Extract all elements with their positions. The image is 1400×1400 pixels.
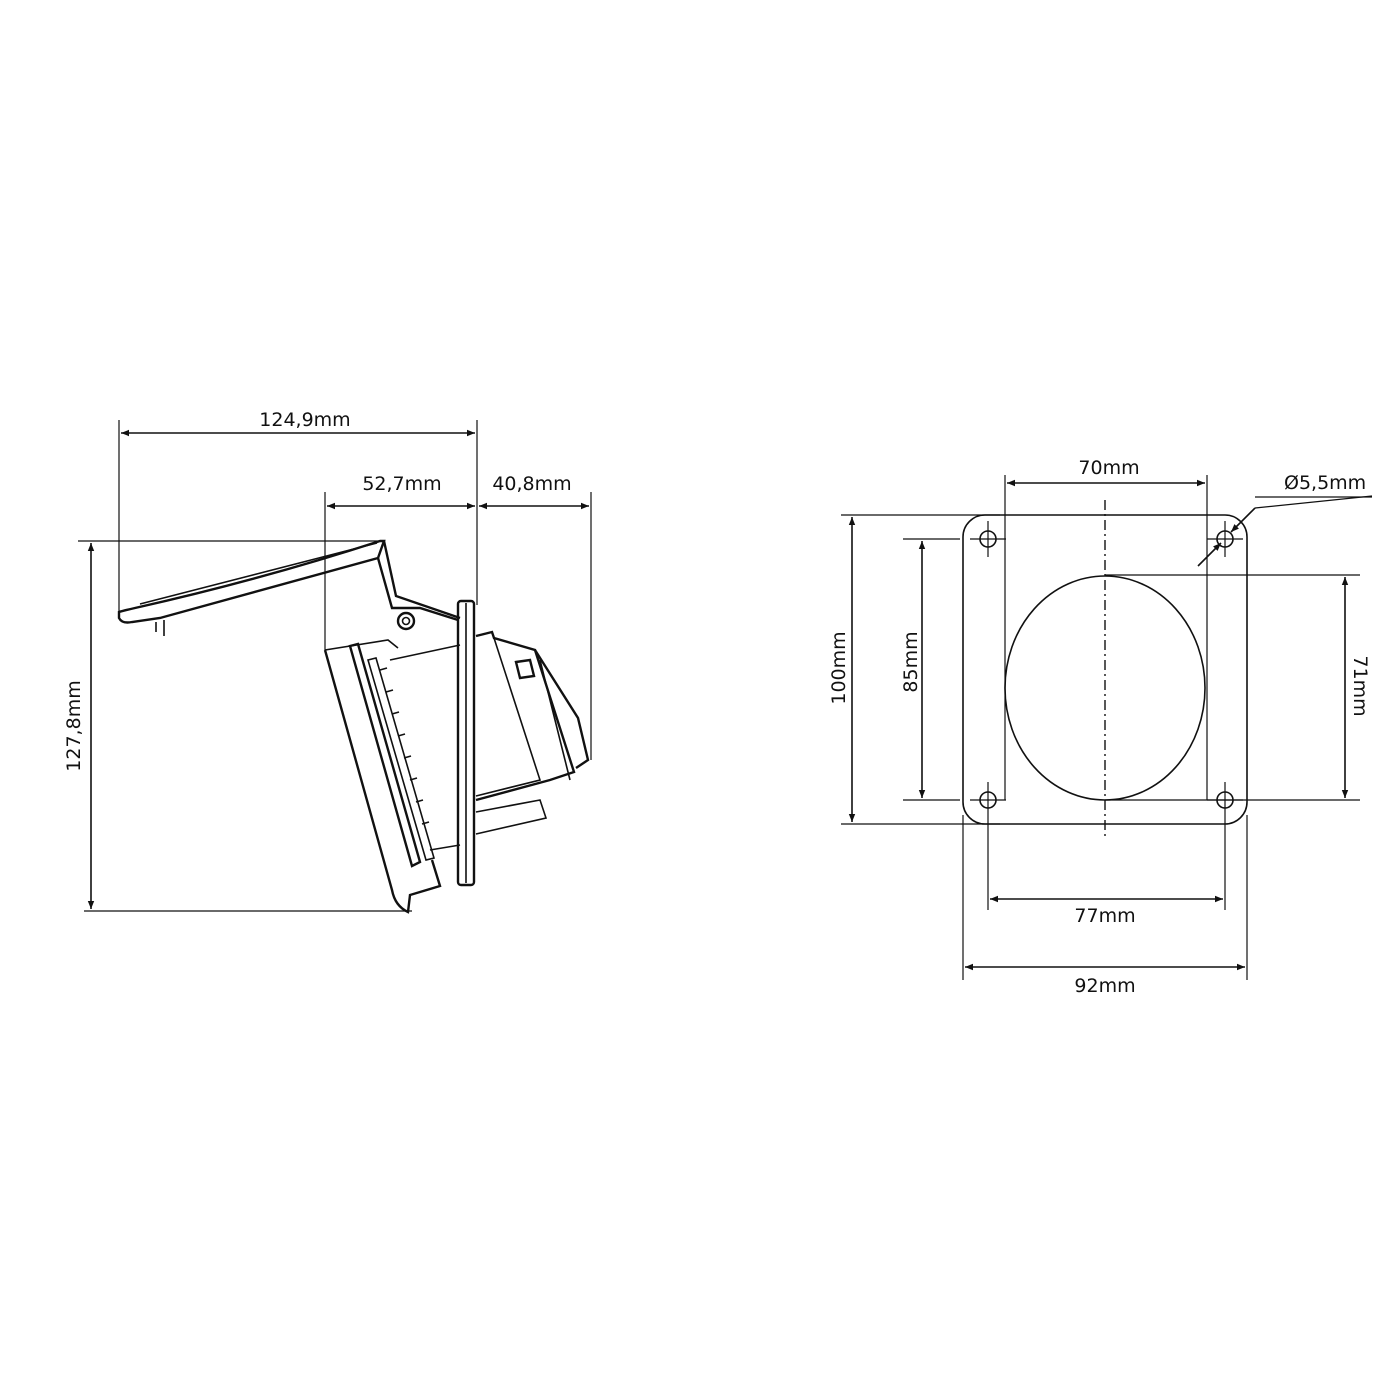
side-view: 124,9mm 52,7mm 40,8mm 127,8mm: [63, 409, 592, 914]
mounting-hole-top-left: [970, 521, 1006, 557]
dim-label-rear-depth: 40,8mm: [492, 473, 571, 495]
svg-text:85mm: 85mm: [900, 631, 922, 692]
dim-label-hole-spacing-vertical: 85mm: [900, 631, 922, 692]
svg-text:100mm: 100mm: [828, 631, 850, 704]
dim-cutout-width: 70mm: [1007, 457, 1205, 487]
socket-side-outline: [117, 539, 590, 914]
dim-label-plate-height: 100mm: [828, 631, 850, 704]
dim-plate-height: 100mm: [828, 517, 856, 822]
svg-text:77mm: 77mm: [1074, 905, 1135, 927]
svg-text:71mm: 71mm: [1349, 655, 1371, 716]
svg-text:70mm: 70mm: [1078, 457, 1139, 479]
dim-label-cutout-height: 71mm: [1349, 655, 1371, 716]
dim-label-overall-height: 127,8mm: [63, 680, 85, 771]
svg-text:Ø5,5mm: Ø5,5mm: [1284, 472, 1366, 494]
dim-label-cutout-width: 70mm: [1078, 457, 1139, 479]
dim-rear-depth: 40,8mm: [479, 473, 589, 510]
dim-label-hole-spacing-horizontal: 77mm: [1074, 905, 1135, 927]
svg-text:127,8mm: 127,8mm: [63, 680, 85, 771]
dim-label-hole-diameter: Ø5,5mm: [1284, 472, 1366, 494]
dim-hole-diameter: Ø5,5mm: [1197, 472, 1373, 567]
svg-text:52,7mm: 52,7mm: [362, 473, 441, 495]
dim-overall-depth: 124,9mm: [121, 409, 475, 437]
front-view: 70mm Ø5,5mm 100mm 85mm 71mm 77mm 92mm: [828, 457, 1373, 997]
svg-text:92mm: 92mm: [1074, 975, 1135, 997]
dim-label-overall-depth: 124,9mm: [259, 409, 350, 431]
dim-hole-spacing-horizontal: 77mm: [990, 895, 1223, 927]
dim-label-front-depth: 52,7mm: [362, 473, 441, 495]
dim-hole-spacing-vertical: 85mm: [900, 541, 926, 798]
dim-plate-width: 92mm: [965, 963, 1245, 997]
dim-cutout-height: 71mm: [1341, 577, 1371, 798]
svg-text:40,8mm: 40,8mm: [492, 473, 571, 495]
dim-label-plate-width: 92mm: [1074, 975, 1135, 997]
dim-front-depth: 52,7mm: [327, 473, 475, 510]
mounting-hole-bottom-right: [1207, 782, 1243, 910]
mounting-hole-top-right: [1207, 521, 1243, 557]
dim-overall-height: 127,8mm: [63, 543, 95, 909]
mounting-hole-bottom-left: [970, 782, 1006, 910]
